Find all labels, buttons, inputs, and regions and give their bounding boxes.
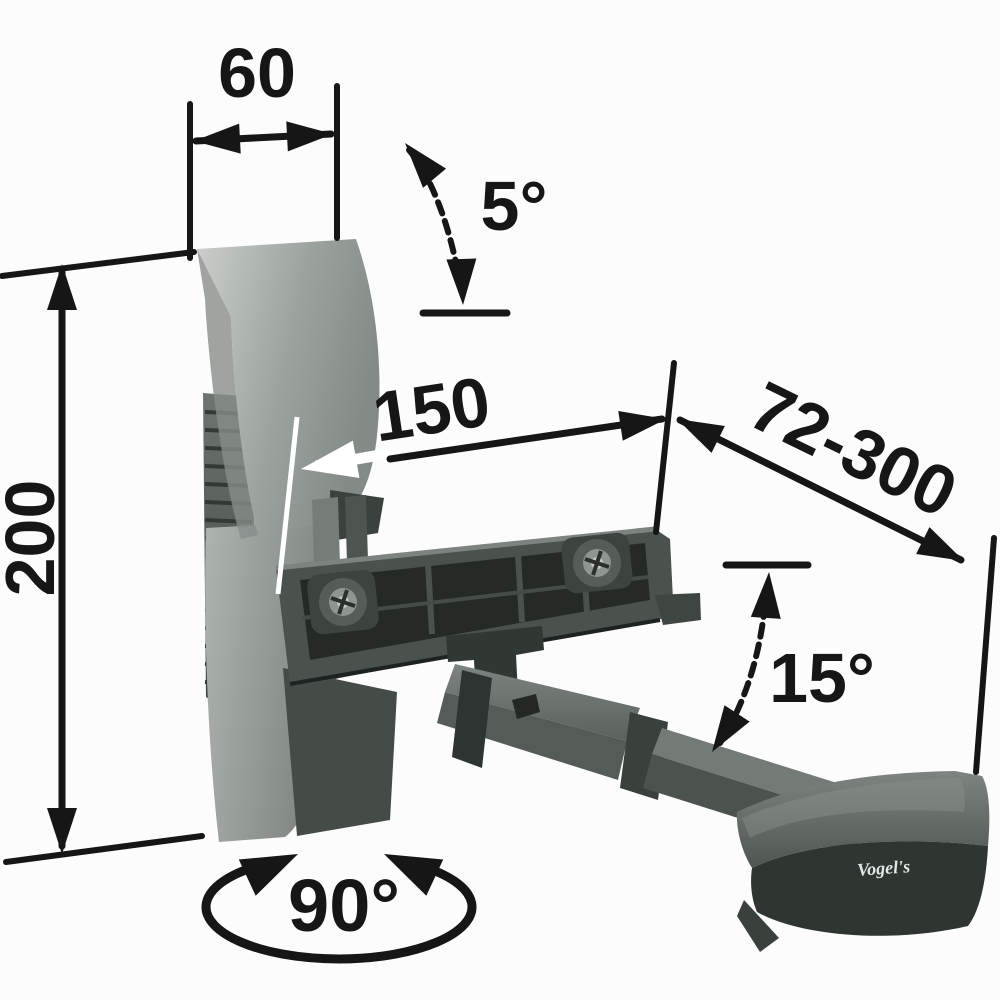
white-reference-line <box>275 416 300 595</box>
arrowhead-icon <box>384 854 444 896</box>
arrowhead-icon <box>286 121 333 152</box>
product-wall-mount: Vogel's <box>197 239 990 952</box>
arrowhead-icon <box>677 419 725 453</box>
bracket-recess <box>300 543 650 660</box>
dimension-label: 90° <box>288 864 400 947</box>
arrowhead-icon <box>405 143 447 188</box>
dimension-label: 200 <box>0 480 69 597</box>
arm-clamp-band <box>452 670 492 768</box>
dimension-tilt-down-15deg: 15° <box>712 561 875 752</box>
end-cap-bottom-flap <box>737 900 779 952</box>
support-arm <box>437 664 872 854</box>
dimension-label: 15° <box>769 639 875 717</box>
bracket-screw-left <box>307 569 379 635</box>
dimension-line <box>676 416 965 564</box>
arrowhead-icon <box>238 854 298 896</box>
bracket-screw-right <box>561 532 633 594</box>
extension-line <box>0 249 197 279</box>
extension-line <box>653 360 677 535</box>
bracket-right-tab <box>655 593 701 625</box>
arm-lever <box>512 694 540 719</box>
dimension-label: 5° <box>481 167 548 245</box>
arrowhead-icon <box>618 411 666 441</box>
dimension-swivel-90deg: 90° <box>201 854 477 964</box>
brand-logo: Vogel's <box>856 856 910 880</box>
bracket-slider-clamp <box>446 626 544 701</box>
speaker-bracket-plate <box>275 526 701 686</box>
cover-left-edge <box>197 249 258 539</box>
end-cap-top <box>736 771 990 868</box>
arm-segment1-top <box>445 664 640 741</box>
arrowhead-icon <box>750 572 781 619</box>
arrowhead-icon <box>194 123 241 154</box>
dimension-plate-height-200: 200 <box>0 249 205 865</box>
white-arrowhead-icon <box>301 440 360 478</box>
dimension-offset-150: 150 <box>368 360 677 535</box>
arrowhead-icon <box>712 705 750 752</box>
extension-line <box>3 833 205 865</box>
swivel-arc <box>201 861 477 964</box>
end-cap-highlight <box>742 778 965 838</box>
arrowhead-icon <box>47 264 77 310</box>
arm-end-cap: Vogel's <box>736 771 990 952</box>
dimension-label: 60 <box>218 34 296 112</box>
arrowhead-icon <box>446 258 477 305</box>
dimension-plate-depth-60: 60 <box>187 34 340 261</box>
bracket-under-flap <box>283 668 397 836</box>
white-reference-marks <box>275 416 393 595</box>
hinge-posts <box>312 495 368 569</box>
dimension-tilt-up-5deg: 5° <box>405 143 548 317</box>
arrowhead-icon <box>916 527 964 561</box>
end-cap-front <box>751 841 988 936</box>
extension-line <box>973 535 997 775</box>
arrowhead-icon <box>47 808 77 854</box>
dimension-label: 150 <box>368 362 495 456</box>
